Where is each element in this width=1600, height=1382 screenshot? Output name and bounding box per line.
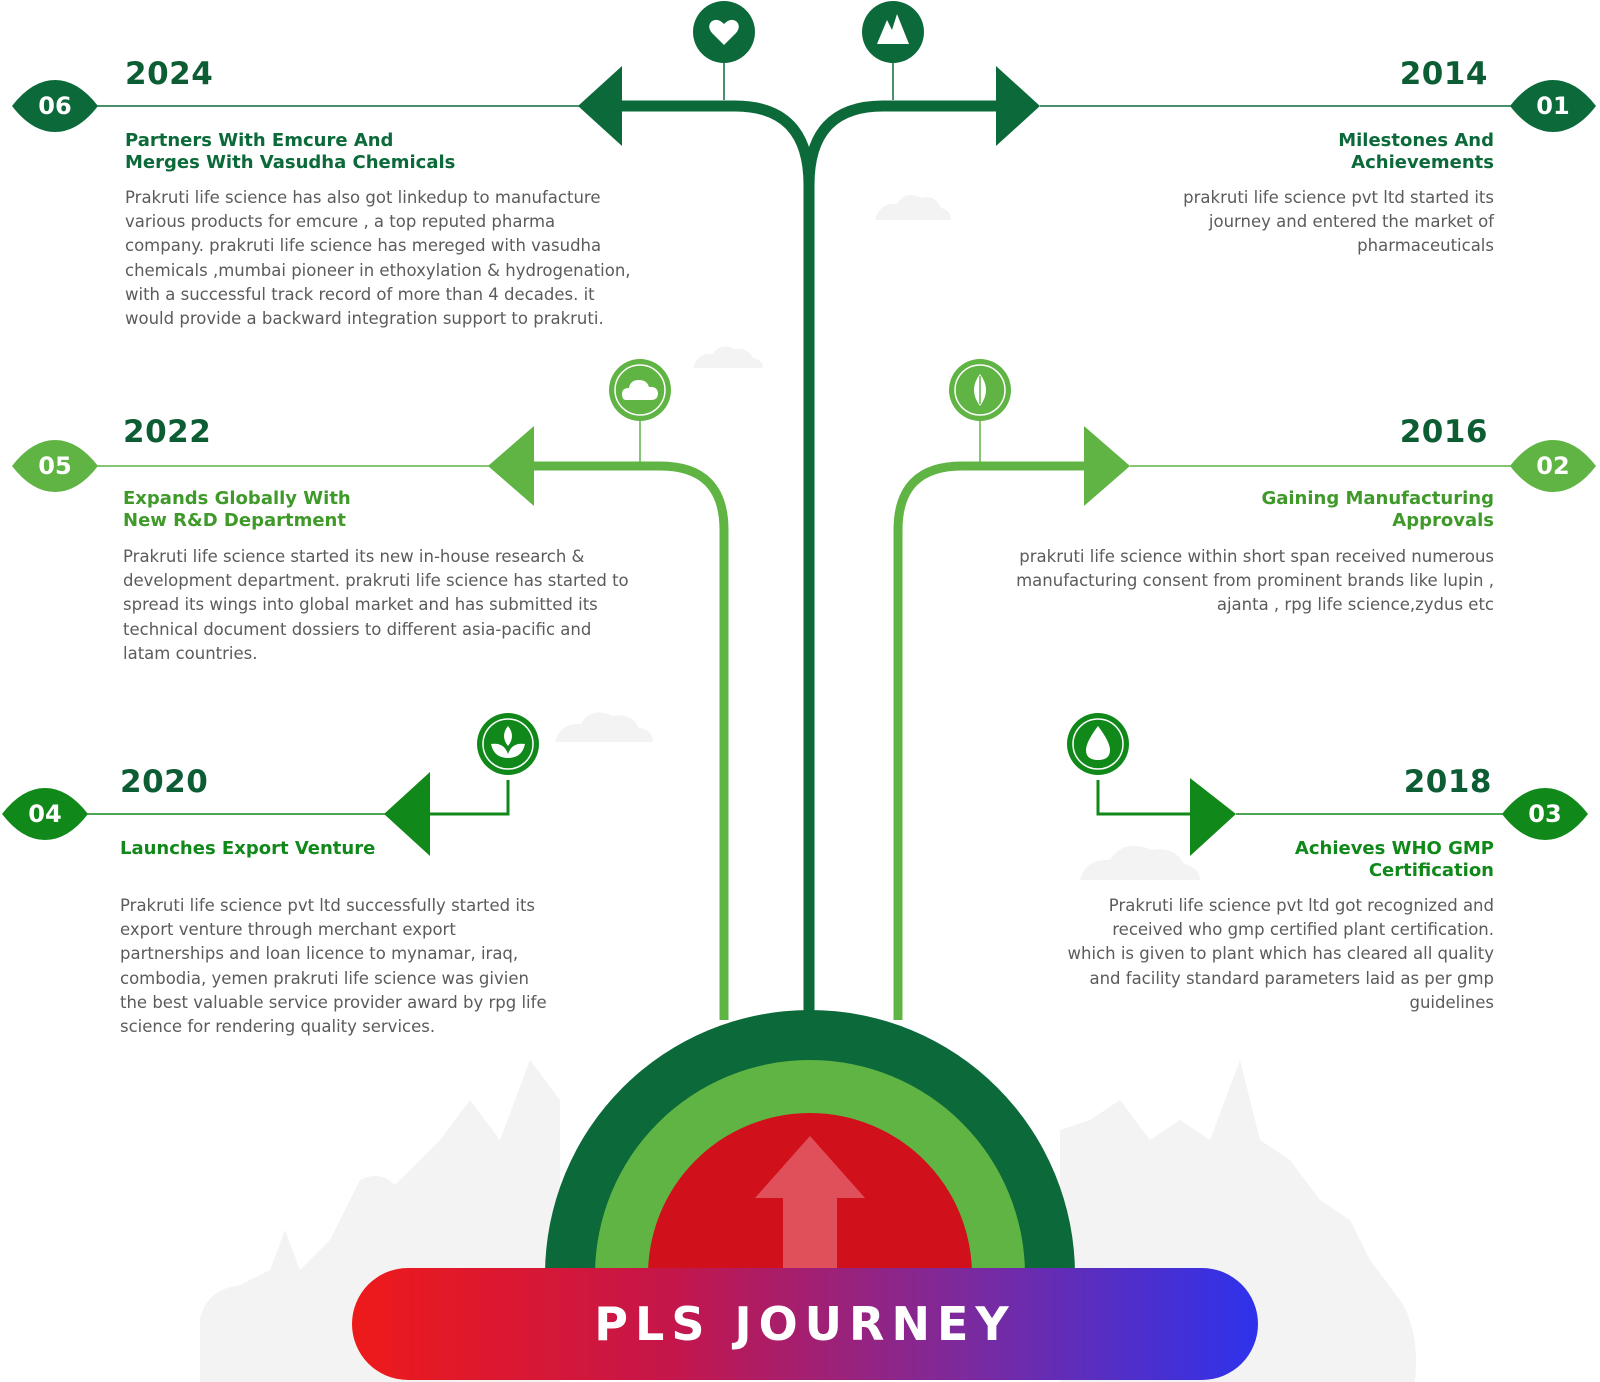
description-line: technical document dossiers to different… bbox=[123, 619, 592, 639]
badge-03: 03 bbox=[1502, 788, 1588, 840]
cloud-decoration bbox=[875, 195, 951, 220]
description-2020: Prakruti life science pvt ltd successful… bbox=[120, 894, 600, 1039]
title-line: Launches Export Venture bbox=[120, 838, 376, 859]
title-line: Expands Globally With bbox=[123, 488, 351, 509]
heart-icon bbox=[693, 1, 755, 63]
arrowhead-2018 bbox=[1190, 778, 1236, 856]
badge-number: 06 bbox=[38, 92, 72, 120]
sprout-icon bbox=[477, 713, 539, 775]
leaf-icon bbox=[949, 359, 1011, 421]
badge-04: 04 bbox=[2, 788, 88, 840]
title-2018: Achieves WHO GMP Certification bbox=[1295, 838, 1494, 882]
badge-02: 02 bbox=[1510, 440, 1596, 492]
description-line: Prakruti life science started its new in… bbox=[123, 547, 585, 566]
banner-title: PLS JOURNEY bbox=[594, 1297, 1016, 1351]
year-2022: 2022 bbox=[123, 414, 212, 450]
description-line: company. prakruti life science has mereg… bbox=[125, 236, 602, 256]
description-line: prakruti life science within short span … bbox=[1019, 547, 1494, 566]
title-2022: Expands Globally With New R&D Department bbox=[123, 488, 351, 532]
journey-banner: PLS JOURNEY bbox=[352, 1268, 1258, 1380]
title-2020: Launches Export Venture bbox=[120, 838, 375, 860]
description-line: chemicals ,mumbai pioneer in ethoxylatio… bbox=[125, 260, 631, 280]
description-line: Prakruti life science pvt ltd successful… bbox=[120, 896, 536, 915]
title-line: Approvals bbox=[1392, 510, 1494, 531]
branch-2022 bbox=[520, 461, 729, 1020]
badge-05: 05 bbox=[12, 440, 98, 492]
up-arrow-icon bbox=[755, 1136, 865, 1275]
description-line: which is given to plant which has cleare… bbox=[1067, 944, 1494, 964]
water-drop-icon bbox=[1067, 713, 1129, 775]
badge-number: 05 bbox=[38, 452, 72, 480]
title-line: Gaining Manufacturing bbox=[1261, 488, 1494, 509]
title-line: Certification bbox=[1368, 860, 1494, 881]
branch-2020 bbox=[426, 780, 510, 816]
title-line: Partners With Emcure And bbox=[125, 130, 394, 151]
title-line: Achievements bbox=[1351, 152, 1494, 173]
branch-2024 bbox=[600, 100, 815, 186]
year-2016: 2016 bbox=[1399, 414, 1488, 450]
cloud-decoration bbox=[555, 712, 653, 742]
title-2016: Gaining Manufacturing Approvals bbox=[1261, 488, 1494, 532]
badge-number: 03 bbox=[1528, 800, 1562, 828]
description-line: and facility standard parameters laid as… bbox=[1089, 968, 1494, 988]
description-line: combodia, yemen prakruti life science wa… bbox=[120, 968, 529, 988]
description-line: ajanta , rpg life science,zydus etc bbox=[1216, 595, 1494, 615]
description-line: development department. prakruti life sc… bbox=[123, 571, 629, 591]
description-line: journey and entered the market of bbox=[1208, 212, 1494, 232]
arrowhead-2014 bbox=[996, 66, 1040, 146]
description-line: pharmaceuticals bbox=[1357, 236, 1494, 256]
arrowhead-2016 bbox=[1084, 426, 1130, 506]
title-line: New R&D Department bbox=[123, 510, 346, 531]
description-line: export venture through merchant export bbox=[120, 920, 456, 940]
year-2018: 2018 bbox=[1403, 764, 1492, 800]
description-line: partnerships and loan licence to mynamar… bbox=[120, 944, 519, 964]
arrowhead-2024 bbox=[578, 66, 622, 146]
description-2014: prakruti life science pvt ltd started it… bbox=[974, 186, 1494, 259]
title-2024: Partners With Emcure And Merges With Vas… bbox=[125, 130, 455, 174]
cloud-decoration bbox=[1080, 845, 1200, 880]
branch-2018 bbox=[1096, 780, 1200, 816]
arrowhead-2022 bbox=[488, 426, 534, 506]
badge-number: 01 bbox=[1536, 92, 1570, 120]
description-line: Prakruti life science pvt ltd got recogn… bbox=[1108, 896, 1494, 915]
year-2024: 2024 bbox=[125, 56, 214, 92]
description-2022: Prakruti life science started its new in… bbox=[123, 545, 683, 666]
badge-06: 06 bbox=[12, 80, 98, 132]
title-2014: Milestones And Achievements bbox=[1338, 130, 1494, 174]
badge-01: 01 bbox=[1510, 80, 1596, 132]
cloud-icon bbox=[609, 359, 671, 421]
description-line: latam countries. bbox=[123, 643, 258, 663]
description-line: various products for emcure , a top repu… bbox=[125, 212, 556, 232]
branch-2016 bbox=[893, 461, 1100, 1020]
badge-number: 04 bbox=[28, 800, 62, 828]
branch-2014 bbox=[803, 100, 1000, 186]
description-line: manufacturing consent from prominent bra… bbox=[1016, 571, 1494, 591]
description-line: would provide a backward integration sup… bbox=[125, 309, 604, 329]
title-line: Merges With Vasudha Chemicals bbox=[125, 152, 456, 173]
cloud-decoration bbox=[693, 346, 763, 368]
description-line: spread its wings into global market and … bbox=[123, 595, 598, 615]
badge-number: 02 bbox=[1536, 452, 1570, 480]
description-2018: Prakruti life science pvt ltd got recogn… bbox=[974, 894, 1494, 1015]
arrowhead-2020 bbox=[384, 772, 430, 856]
description-line: prakruti life science pvt ltd started it… bbox=[1183, 188, 1494, 207]
description-line: Prakruti life science has also got linke… bbox=[125, 188, 601, 207]
description-line: science for rendering quality services. bbox=[120, 1017, 436, 1037]
description-2016: prakruti life science within short span … bbox=[934, 545, 1494, 618]
title-line: Achieves WHO GMP bbox=[1294, 838, 1494, 859]
description-line: guidelines bbox=[1409, 992, 1494, 1012]
description-2024: Prakruti life science has also got linke… bbox=[125, 186, 685, 331]
description-line: the best valuable service provider award… bbox=[120, 992, 547, 1012]
description-line: received who gmp certified plant certifi… bbox=[1112, 920, 1494, 940]
mountain-icon bbox=[862, 1, 924, 63]
description-line: with a successful track record of more t… bbox=[125, 284, 595, 304]
year-2020: 2020 bbox=[120, 764, 209, 800]
year-2014: 2014 bbox=[1399, 56, 1488, 92]
title-line: Milestones And bbox=[1338, 130, 1494, 151]
